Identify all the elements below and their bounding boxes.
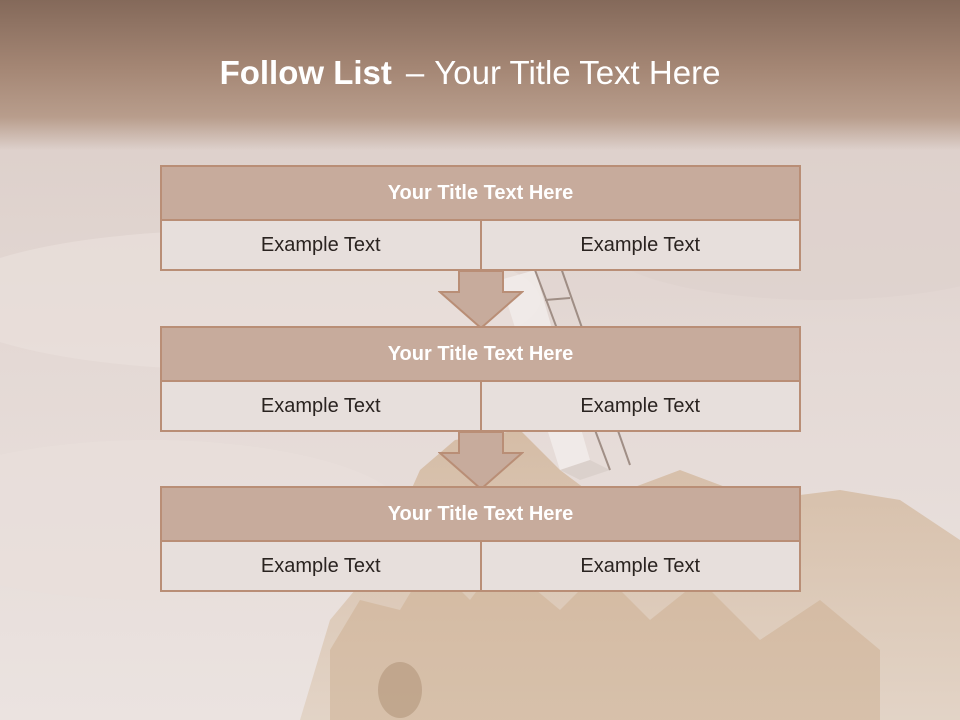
block-title: Your Title Text Here xyxy=(160,165,801,221)
block-row: Example Text Example Text xyxy=(160,221,801,271)
block-cell-left: Example Text xyxy=(260,233,381,256)
block-title: Your Title Text Here xyxy=(160,326,801,382)
list-block-1: Your Title Text Here Example Text Exampl… xyxy=(160,165,801,271)
block-title: Your Title Text Here xyxy=(160,486,801,542)
title-bold: Follow List xyxy=(219,54,392,91)
down-arrow-2 xyxy=(438,431,524,491)
list-block-2: Your Title Text Here Example Text Exampl… xyxy=(160,326,801,432)
block-cell-left: Example Text xyxy=(260,394,381,417)
list-block-3: Your Title Text Here Example Text Exampl… xyxy=(160,486,801,592)
block-row: Example Text Example Text xyxy=(160,542,801,592)
title-rest: Your Title Text Here xyxy=(434,54,721,91)
title-bar xyxy=(0,0,960,150)
block-cell-right: Example Text xyxy=(479,542,800,590)
down-arrow-1 xyxy=(438,270,524,330)
slide-title: Follow List–Your Title Text Here xyxy=(0,54,940,92)
block-row: Example Text Example Text xyxy=(160,382,801,432)
block-cell-right: Example Text xyxy=(479,382,800,430)
block-cell-left: Example Text xyxy=(260,554,381,577)
title-dash: – xyxy=(405,54,425,91)
block-cell-right: Example Text xyxy=(479,221,800,269)
